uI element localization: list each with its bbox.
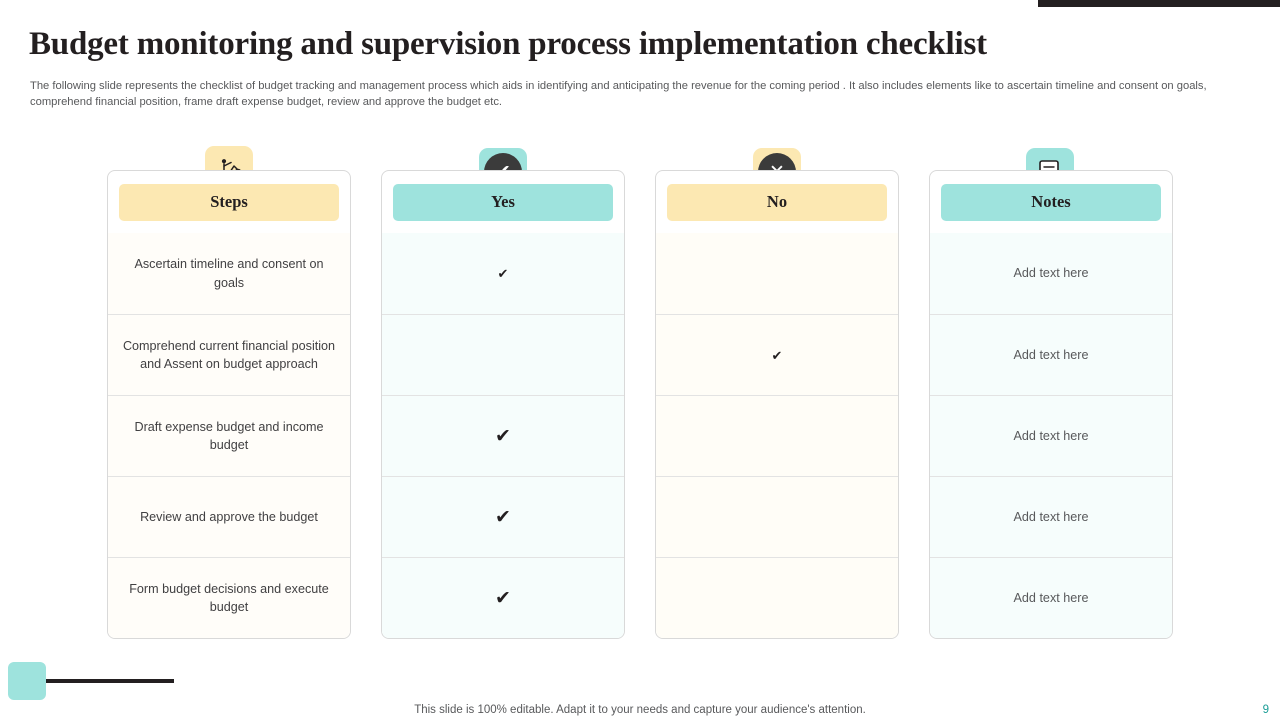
column-header-wrap-notes: Notes [930,171,1172,233]
column-yes: Yes ✔ ✔ ✔ ✔ [381,170,625,639]
column-header-steps: Steps [119,183,339,221]
table-row: Draft expense budget and income budget [108,395,350,476]
column-header-wrap-no: No [656,171,898,233]
table-row[interactable]: Add text here [930,476,1172,557]
checkmark: ✔ [495,587,511,609]
footnote: This slide is 100% editable. Adapt it to… [414,704,866,716]
column-header-yes: Yes [393,183,613,221]
table-row[interactable]: ✔ [382,395,624,476]
page-title: Budget monitoring and supervision proces… [29,26,987,62]
checkmark: ✔ [497,266,509,281]
checkmark: ✔ [495,425,511,447]
note-text: Add text here [1013,347,1089,362]
table-row[interactable]: ✔ [382,557,624,638]
table-row[interactable] [656,557,898,638]
top-accent-bar [1038,0,1280,7]
checkmark: ✔ [495,506,511,528]
column-no: No ✔ [655,170,899,639]
page-number: 9 [1262,704,1269,716]
table-row[interactable]: ✔ [656,314,898,395]
table-row: Form budget decisions and execute budget [108,557,350,638]
decor-line [46,679,174,683]
page-subtitle: The following slide represents the check… [30,80,1207,108]
table-row[interactable] [656,395,898,476]
note-text: Add text here [1013,509,1089,524]
table-row[interactable]: ✔ [382,233,624,314]
table-row: Review and approve the budget [108,476,350,557]
note-text: Add text here [1013,266,1089,281]
table-row[interactable]: ✔ [382,476,624,557]
note-text: Add text here [1013,428,1089,443]
table-row[interactable] [656,476,898,557]
table-row[interactable] [656,233,898,314]
decor-square [8,662,46,700]
table-row[interactable] [382,314,624,395]
checkmark: ✔ [771,347,783,363]
table-row[interactable]: Add text here [930,314,1172,395]
column-header-wrap-steps: Steps [108,171,350,233]
table-row: Ascertain timeline and consent on goals [108,233,350,314]
column-header-no: No [667,183,887,221]
note-text: Add text here [1013,590,1089,605]
column-header-wrap-yes: Yes [382,171,624,233]
table-row[interactable]: Add text here [930,557,1172,638]
table-row[interactable]: Add text here [930,395,1172,476]
table-row: Comprehend current financial position an… [108,314,350,395]
column-steps: Steps Ascertain timeline and consent on … [107,170,351,639]
column-notes: Notes Add text here Add text here Add te… [929,170,1173,639]
table-row[interactable]: Add text here [930,233,1172,314]
column-header-notes: Notes [941,183,1161,221]
